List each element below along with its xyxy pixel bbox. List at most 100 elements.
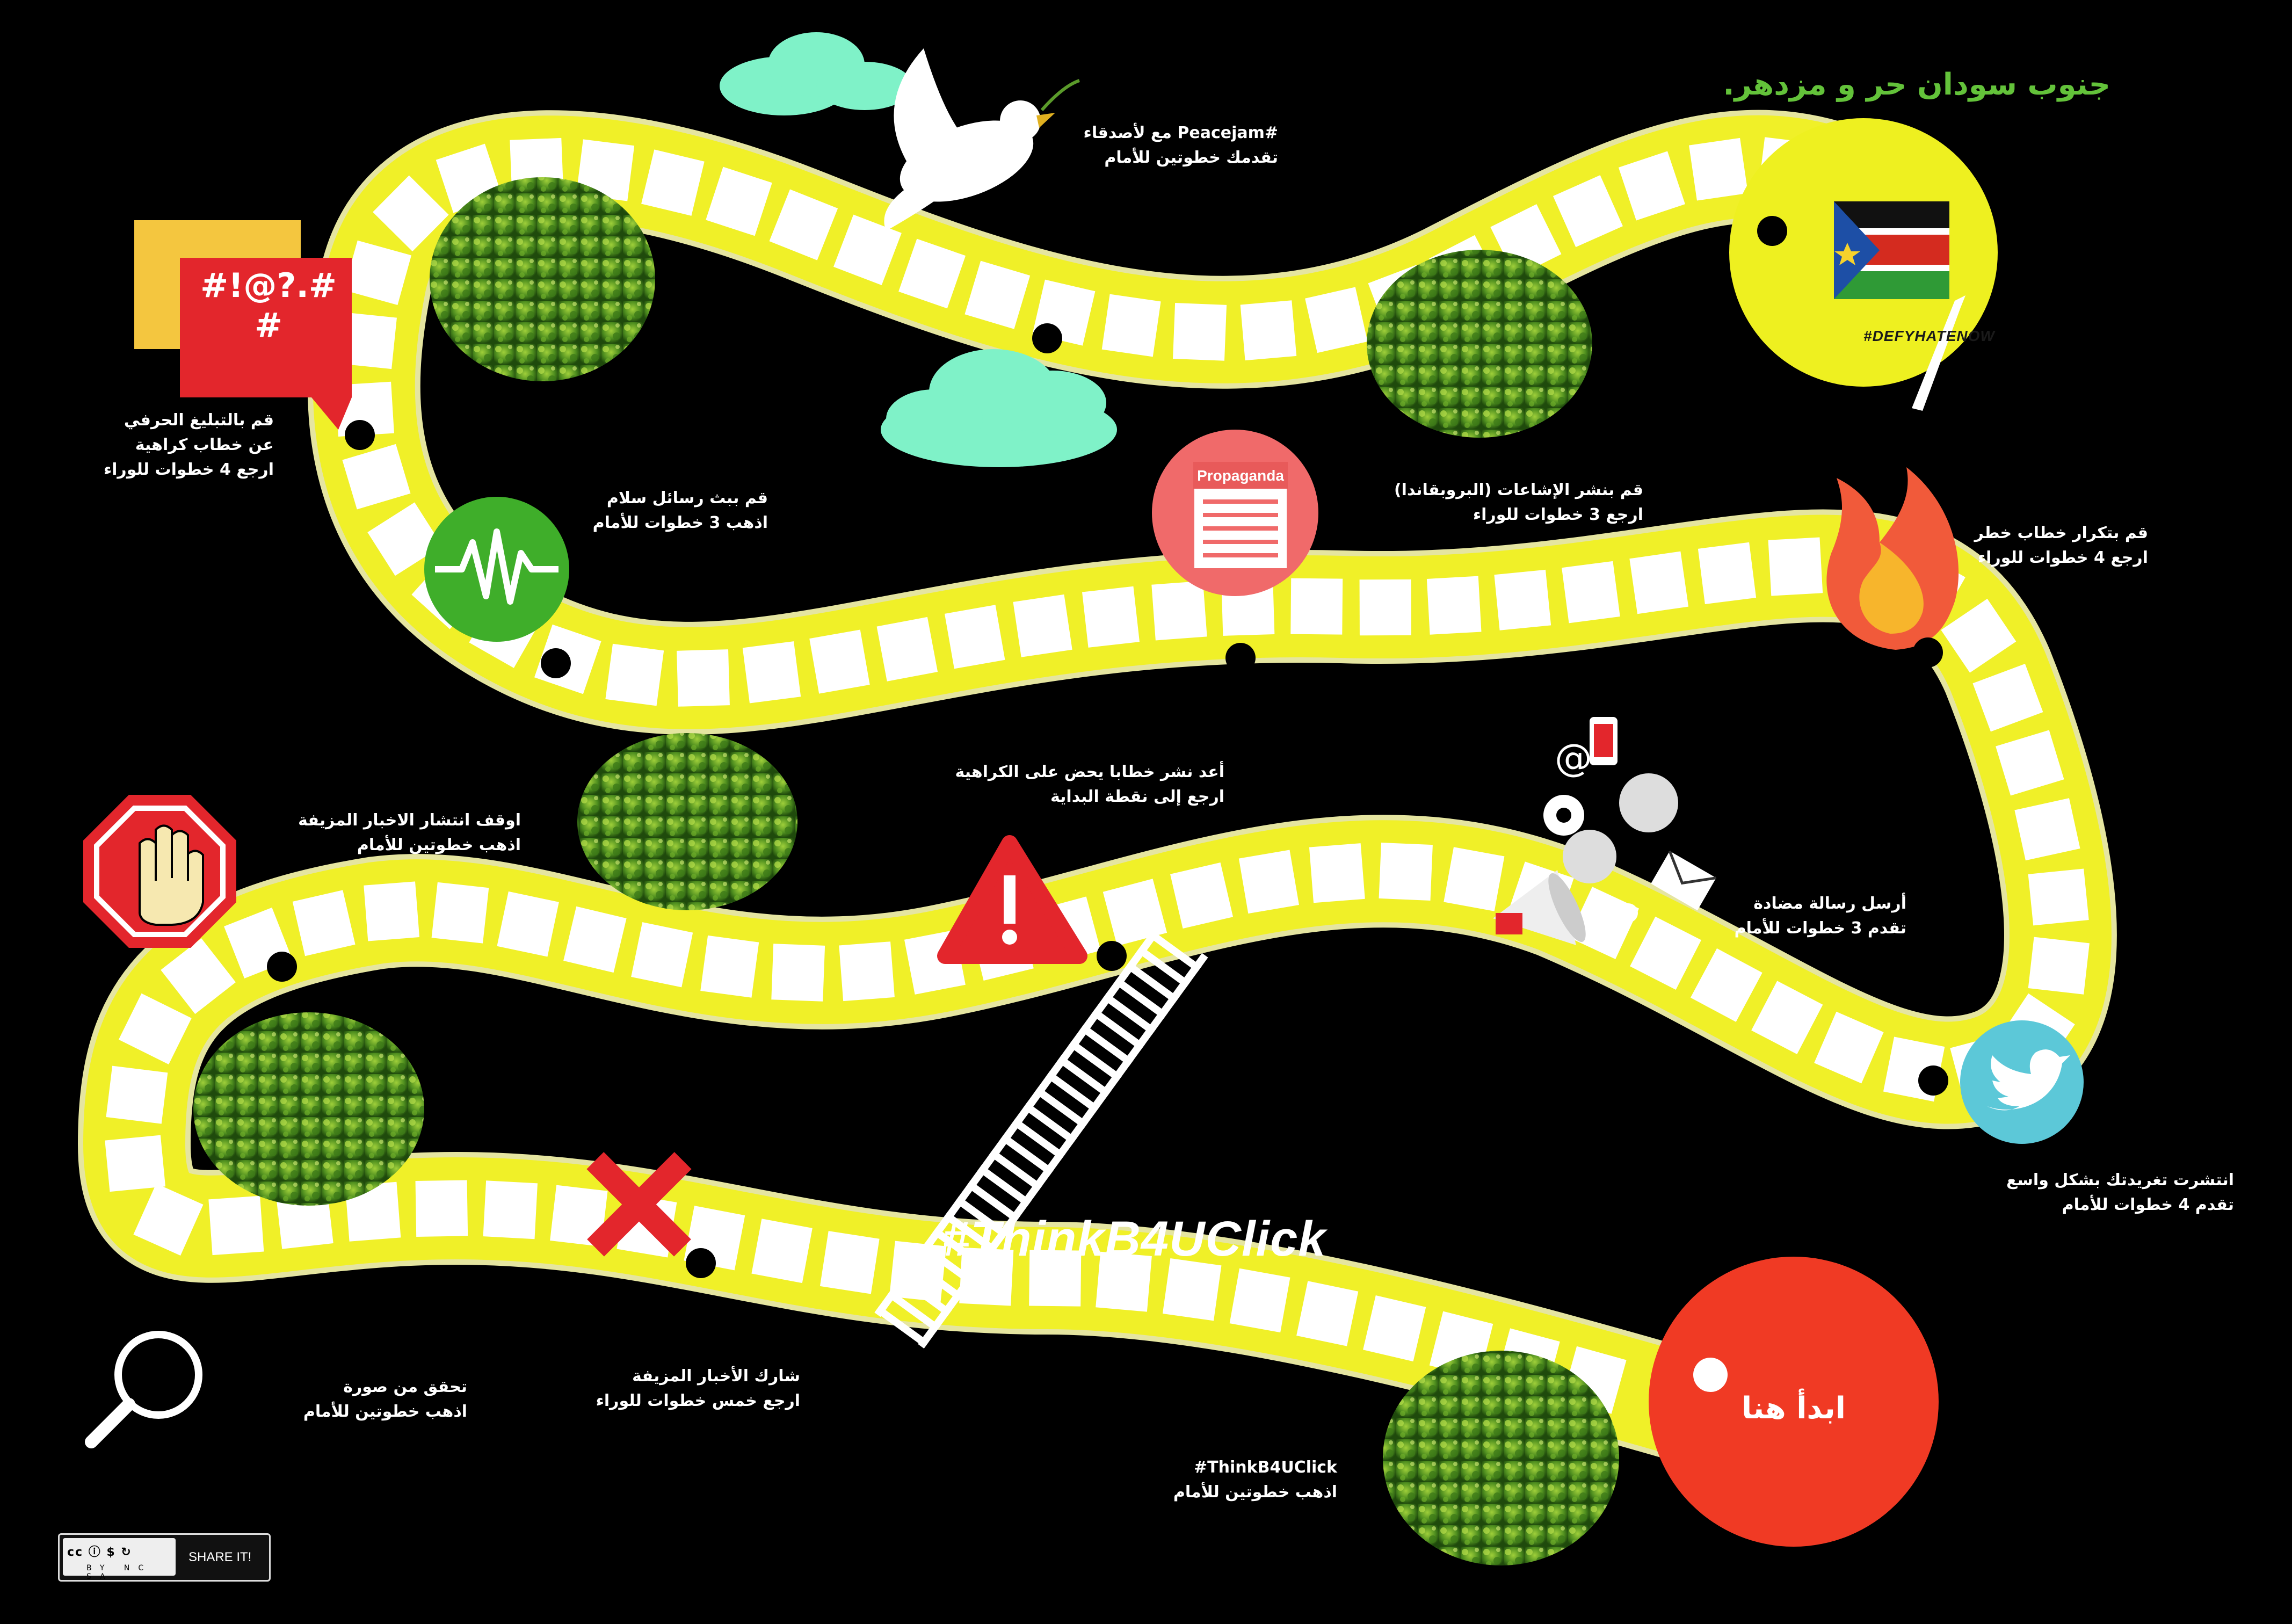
x-mark-icon — [586, 1152, 692, 1257]
instruction-line: ارجع 4 خطوات للوراء — [1977, 548, 2148, 567]
board-tile — [1379, 843, 1433, 901]
board-tile — [1941, 598, 2017, 673]
ladder-rung — [1125, 961, 1179, 1004]
board-tile — [898, 238, 966, 309]
board-tile — [342, 444, 411, 510]
board-tile — [1972, 664, 2043, 732]
board-tile — [1290, 578, 1343, 635]
instruction-rumors: قم بنشر الإشاعات (البروبقاندا) ارجع 3 خط… — [1364, 478, 1643, 527]
ladder-rung — [943, 1212, 997, 1254]
board-tile — [1768, 537, 1823, 596]
ladder-rung — [1091, 1008, 1145, 1051]
board-tile — [839, 941, 895, 1002]
share-label: SHARE IT! — [188, 1550, 252, 1564]
ladder-rung — [1034, 1086, 1089, 1129]
bush-icon — [430, 177, 655, 381]
instruction-peacejam: #Peacejam مع لأصدقاء تقدمك خطوتين للأمام — [1020, 121, 1279, 170]
instruction-line: عن خطاب كراهية — [135, 436, 274, 454]
board-tile — [2028, 868, 2089, 926]
instruction-counter-message: أرسل رسالة مضادة تقدم 3 خطوات للأمام — [1697, 891, 1906, 941]
ladder-rung — [1011, 1118, 1065, 1160]
instruction-thinkb4uclick: #ThinkB4UClick اذهب خطوتين للأمام — [1133, 1455, 1337, 1505]
instruction-line: تقدمك خطوتين للأمام — [1104, 148, 1278, 167]
instruction-line: #ThinkB4UClick — [1194, 1458, 1337, 1477]
instruction-line: أرسل رسالة مضادة — [1753, 894, 1906, 913]
board-tile — [431, 882, 489, 944]
board-tile — [1238, 850, 1299, 914]
bush-icon — [577, 733, 797, 910]
cloud-icon — [720, 32, 913, 115]
instruction-line: تقدم 3 خطوات للأمام — [1734, 919, 1906, 938]
board-tile — [1751, 981, 1823, 1054]
board-tile — [1996, 730, 2064, 796]
ladder-rung — [989, 1149, 1043, 1192]
ladder-rung — [932, 1227, 986, 1270]
board-tile — [106, 1065, 168, 1124]
stop-hand-icon — [83, 795, 236, 948]
ladder-rung — [920, 1243, 975, 1285]
ladder-rung — [1102, 992, 1157, 1035]
cc-logo: cc ⓘ $ ↻ BY NC SA — [63, 1538, 176, 1581]
board-dots — [267, 323, 1948, 1384]
ladder-rung — [1000, 1133, 1054, 1176]
instruction-verify-image: تحقق من صورة اذهب خطوتين للأمام — [279, 1375, 467, 1424]
ladder-rung — [897, 1274, 952, 1317]
instruction-line: ارجع إلى نقطة البداية — [1050, 787, 1224, 806]
board-tile — [809, 629, 870, 694]
dove-icon — [884, 48, 1080, 231]
instruction-stop-fake: اوقف انتشار الاخبار المزيفة اذهب خطوتين … — [269, 808, 521, 858]
cloud-icon — [881, 349, 1117, 467]
board-tile — [1569, 887, 1640, 959]
start-space[interactable] — [1649, 1257, 1939, 1547]
instruction-line: اذهب خطوتين للأمام — [357, 836, 521, 854]
board-tile — [751, 1219, 813, 1284]
ladder-rung — [954, 1196, 1009, 1238]
board-tile — [771, 944, 825, 1002]
ladder-rung — [886, 1289, 941, 1332]
fire-icon — [1826, 467, 1959, 650]
board-tile — [1229, 1268, 1290, 1333]
start-marker — [1693, 1358, 1728, 1392]
instruction-line: قم بتكرار خطاب خطر — [1974, 524, 2148, 542]
spear-icon — [1912, 295, 1965, 411]
board-tile — [964, 260, 1031, 329]
instruction-peace-messages: قم ببث رسائل سلام اذهب 3 خطوات للأمام — [580, 486, 768, 535]
board-tile — [1494, 569, 1551, 630]
instruction-line: اذهب خطوتين للأمام — [1173, 1483, 1337, 1502]
board-tile — [1013, 594, 1072, 657]
board-tile — [1170, 862, 1234, 929]
ladder-rung — [1113, 977, 1168, 1019]
instruction-line: اذهب 3 خطوات للأمام — [592, 513, 768, 532]
soundwave-icon — [424, 497, 569, 642]
board-tile — [364, 881, 420, 941]
board-dot — [1757, 216, 1787, 246]
instruction-repost-hate: أعد نشر خطابا يحض على الكراهية ارجع إلى … — [924, 760, 1224, 809]
board-tile — [605, 643, 664, 706]
board-tile — [1096, 1251, 1152, 1312]
ladder-rung — [1148, 930, 1202, 973]
newspaper-icon — [1152, 430, 1318, 596]
license-badge[interactable]: cc ⓘ $ ↻ BY NC SA SHARE IT! — [58, 1533, 271, 1582]
board-tile — [1101, 294, 1161, 357]
board-tile — [1173, 303, 1227, 361]
megaphone-icon — [1493, 870, 1586, 945]
board-tile — [344, 240, 411, 305]
instruction-line: اذهب خطوتين للأمام — [303, 1402, 467, 1421]
board-tile — [700, 935, 759, 998]
hate-speech-bubble-icon — [134, 220, 352, 430]
ladder-rung — [909, 1258, 963, 1301]
flag-icon — [1834, 201, 1949, 299]
ladder-rung — [1136, 946, 1191, 988]
instruction-literal-report: قم بالتبليغ الحرفي عن خطاب كراهية ارجع 4… — [81, 408, 274, 482]
phone-icon — [1590, 717, 1618, 765]
instruction-line: ارجع 3 خطوات للوراء — [1473, 505, 1643, 524]
ladder-rung — [977, 1164, 1032, 1207]
board-tile — [1240, 300, 1297, 361]
board-tile — [1029, 1250, 1082, 1307]
board-tile — [944, 605, 1005, 669]
board-tile — [1630, 916, 1701, 990]
board-tile — [1082, 586, 1140, 648]
instruction-tweet-spread: انتشرت تغريدتك بشكل واسع تقدم 4 خطوات لل… — [1955, 1168, 2234, 1217]
instruction-line: قم ببث رسائل سلام — [606, 489, 768, 508]
